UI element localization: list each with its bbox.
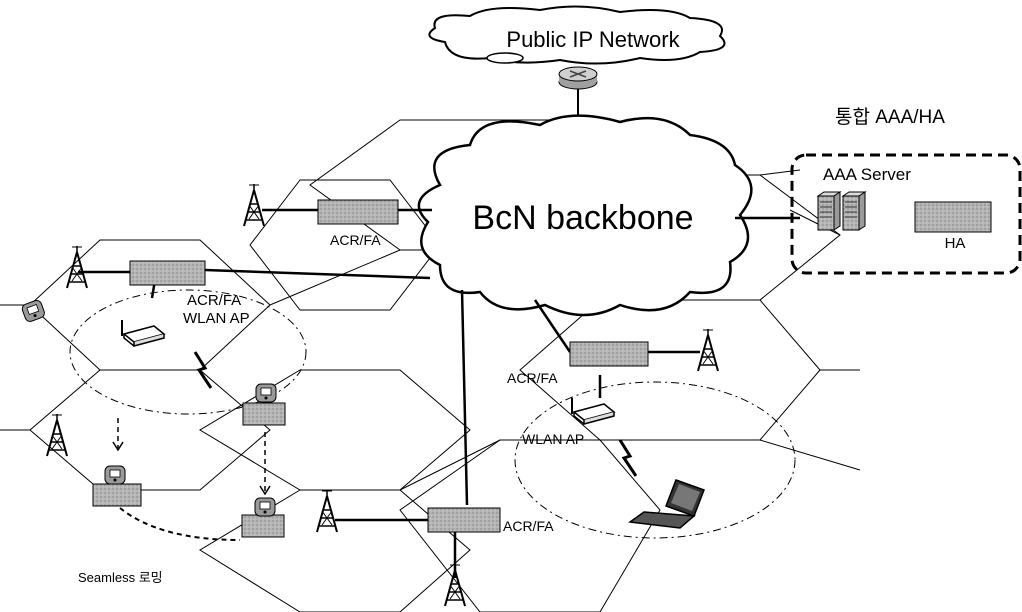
- public-ip-cloud: Public IP Network: [428, 5, 726, 65]
- backbone-label: BcN backbone: [472, 199, 693, 237]
- mobile-node-box: [92, 483, 142, 507]
- aaa-server-label: AAA Server: [823, 165, 911, 184]
- cell-tower-icon: [444, 563, 466, 607]
- wlan-ap-icon: [571, 397, 615, 425]
- wireless-signal-icon: [618, 438, 638, 478]
- acr-device-icon: [427, 507, 501, 533]
- roaming-path: [112, 418, 271, 541]
- ha-device-icon: [914, 201, 992, 233]
- mobile-node-box: [242, 402, 286, 426]
- acr-device-icon: [129, 260, 206, 286]
- acr-device-icon: [317, 199, 399, 225]
- acr-left-label: ACR/FA: [187, 292, 241, 309]
- network-links: [78, 208, 800, 578]
- cell-tower-icon: [316, 489, 338, 533]
- wlan-ap-icon: [121, 319, 165, 347]
- server-icon: [842, 191, 866, 231]
- integrated-aaa-ha-group: 통합 AAA/HA AAA Server HA: [790, 106, 1022, 275]
- cell-tower-icon: [243, 183, 265, 227]
- wireless-signal-icon: [193, 350, 213, 390]
- integrated-group-title: 통합 AAA/HA: [835, 106, 945, 128]
- server-icon: [817, 191, 841, 231]
- public-ip-label: Public IP Network: [506, 27, 680, 52]
- acr-bottom-label: ACR/FA: [503, 518, 554, 534]
- wlan-left-label: WLAN AP: [183, 310, 250, 327]
- wlan-coverage-right: [514, 381, 796, 539]
- handset-icon: [255, 383, 277, 403]
- router-icon: [558, 66, 598, 90]
- mobile-node-box: [241, 514, 285, 538]
- acr-right-label: ACR/FA: [507, 370, 558, 386]
- acr-device-icon: [569, 341, 649, 367]
- ha-label: HA: [945, 235, 966, 252]
- wlan-coverage-left: [69, 289, 307, 415]
- handset-icon: [104, 465, 126, 485]
- cell-tower-icon: [66, 245, 88, 289]
- roaming-caption: Seamless 로밍: [78, 570, 163, 585]
- handset-icon: [20, 298, 47, 324]
- handset-icon: [254, 497, 276, 517]
- laptop-icon: [627, 479, 705, 529]
- cell-tower-icon: [697, 328, 719, 372]
- backbone-cloud: BcN backbone: [417, 114, 753, 317]
- cell-tower-icon: [46, 413, 68, 457]
- acr-top-label: ACR/FA: [330, 232, 381, 248]
- wlan-right-label: WLAN AP: [522, 431, 584, 447]
